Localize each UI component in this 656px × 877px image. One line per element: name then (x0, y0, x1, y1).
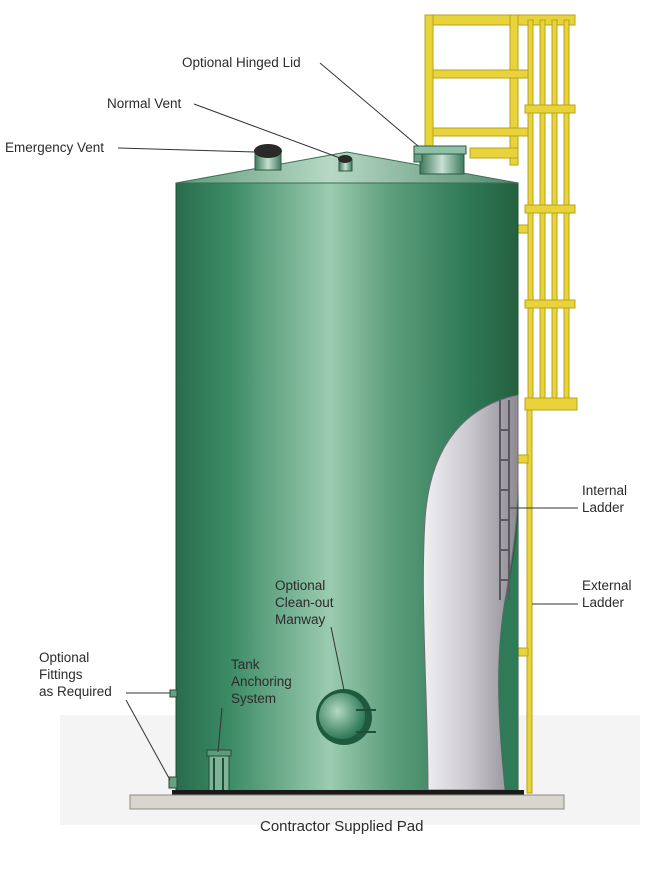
label-tank-anchoring-system: Tank Anchoring System (231, 657, 292, 706)
label-optional-hinged-lid: Optional Hinged Lid (182, 55, 301, 70)
emergency-vent (254, 144, 282, 171)
label-emergency-vent: Emergency Vent (5, 140, 105, 155)
label-optional-cleanout-manway: Optional Clean-out Manway (275, 578, 334, 627)
hinged-lid (413, 145, 467, 175)
label-normal-vent: Normal Vent (107, 96, 182, 111)
cleanout-manway (316, 689, 376, 745)
label-optional-fittings: Optional Fittings as Required (39, 650, 112, 699)
normal-vent (338, 155, 353, 172)
tank-base (172, 790, 524, 795)
external-ladder (424, 14, 578, 794)
anchoring-bracket (206, 749, 232, 795)
contractor-pad (129, 794, 565, 810)
fitting-upper (169, 689, 178, 698)
fitting-lower (168, 776, 178, 789)
cutaway-edge (498, 520, 518, 790)
internal-ladder (499, 400, 510, 600)
leader-lines (117, 62, 578, 781)
label-external-ladder: External Ladder (582, 578, 632, 610)
label-internal-ladder: Internal Ladder (582, 483, 628, 515)
label-contractor-supplied-pad: Contractor Supplied Pad (260, 818, 424, 835)
